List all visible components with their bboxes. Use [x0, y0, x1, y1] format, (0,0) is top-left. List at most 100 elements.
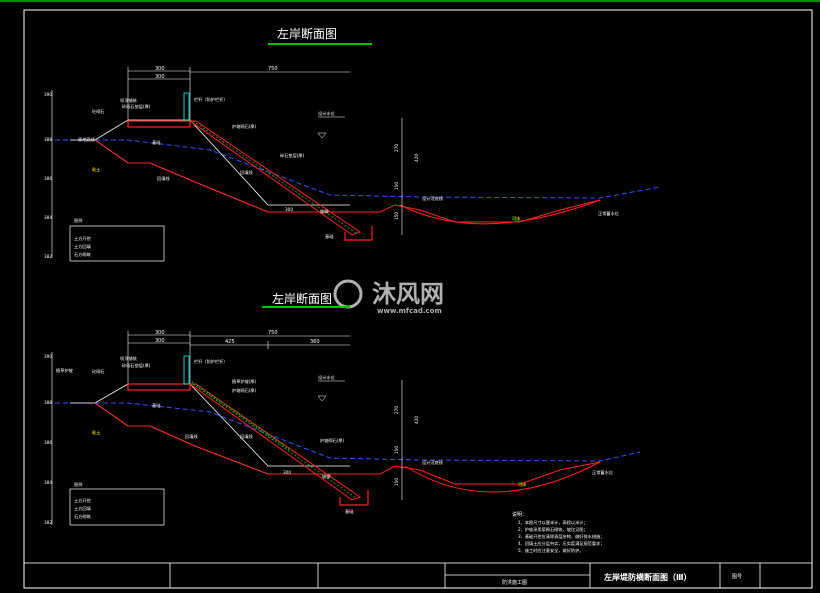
section-1-dim-c: 750: [268, 66, 278, 72]
section-2-label-gravel: 砂砾石垫层(厚): [122, 362, 151, 369]
section-2-label-slope-protect: 护坡砌石(厚): [232, 387, 257, 394]
section-1-vdim-1: 420: [414, 154, 419, 162]
section-1-label-gravel: 砂砾石垫层(厚): [122, 103, 151, 110]
section-1-slope-protection: [188, 120, 362, 236]
notes-item-2: 3、基础开挖应清除表层杂物，做好排水措施；: [518, 533, 604, 540]
section-1-legend-box: [69, 225, 165, 262]
watermark-logo-icon: [333, 279, 363, 309]
section-1-dim-b: 300: [155, 74, 165, 80]
section-1-elev-2: 386: [44, 176, 52, 181]
section-1-dim-lines: [127, 67, 350, 120]
section-1-bottom-line: 设计河底线: [422, 195, 444, 202]
section-2-riverbed: 河床: [518, 481, 527, 488]
section-1-toe-block: [344, 226, 373, 241]
section-2-dim-a: 300: [155, 330, 165, 336]
section-1-design-wl: 设计水位: [318, 110, 335, 117]
section-2-legend-title: 图例: [74, 481, 82, 488]
section-2-rail-icon: [183, 355, 190, 385]
section-2-label-clay: 粘土: [92, 429, 100, 436]
section-1-legend-item-0: 土方开挖: [74, 235, 91, 242]
section-1-title: 左岸断面图: [277, 26, 337, 41]
title-block-project: 防洪施工图: [502, 579, 527, 586]
section-1-elev-1: 388: [44, 137, 52, 142]
section-2-riverbed-curve: [404, 461, 601, 493]
section-2-vdim-0: 270: [394, 406, 399, 414]
section-2-width-label: 300: [283, 470, 291, 475]
section-1-label-clay: 粘土: [92, 166, 100, 173]
section-2-wl-triangle-icon: [317, 395, 327, 402]
section-1-elev-3: 384: [44, 215, 52, 220]
section-1-label-toe: 坡脚: [320, 208, 328, 215]
section-1-elev-0: 390: [44, 92, 52, 97]
section-2-legend-item-1: 土方回填: [74, 505, 91, 512]
section-2-legend-item-2: 石方砌筑: [74, 513, 92, 520]
section-2-elev-2: 386: [44, 440, 52, 445]
section-1-water-line: [55, 139, 661, 199]
section-1-excavation-line: [94, 139, 601, 223]
section-1-crest-block: [127, 120, 191, 128]
section-1-vdim-0: 270: [394, 144, 399, 152]
section-1-legend-title: 图例: [74, 217, 82, 224]
section-1-legend-item-1: 土方回填: [74, 243, 91, 250]
section-1-dim-a: 300: [155, 66, 165, 72]
section-2-label-stone: 砼砌石: [92, 368, 105, 375]
section-1-label-gravel-layer: 碎石垫层(厚): [280, 152, 305, 159]
section-2-title: 左岸断面图: [272, 291, 332, 306]
section-2-slope-hatch: [192, 383, 357, 499]
section-2-crest-block: [127, 383, 191, 391]
section-1-label-fill: 回填线: [240, 169, 253, 176]
title-block-frame: [23, 562, 813, 589]
section-2-vdim-1: 420: [414, 416, 419, 424]
section-1-riverbed: 河床: [512, 215, 521, 222]
section-2-water-line: [55, 402, 641, 462]
section-2-slope-protection: [188, 383, 362, 501]
notes-item-1: 2、护坡采用浆砌石砌筑，坡比见图；: [518, 526, 588, 533]
section-1-vdim-3: 150: [394, 212, 399, 220]
section-1: 左岸断面图 300 300 750 390 388 386 384 382: [44, 26, 661, 262]
section-2-legend-item-0: 土方开挖: [74, 497, 91, 504]
section-1-wl-triangle-icon: [317, 132, 327, 139]
section-2-toe-block: [339, 490, 369, 506]
section-1-elev-4: 382: [44, 254, 52, 259]
section-1-riverbed-curve: [399, 199, 601, 225]
section-2-label-extra: 护坡砌石(厚): [320, 437, 345, 444]
section-2-label-filltop: 植草护坡: [56, 367, 74, 374]
section-2-vdim-3: 150: [394, 478, 399, 486]
section-2-dim-lines: [127, 331, 350, 385]
section-2-dim-c: 750: [268, 330, 278, 336]
section-2-elev-4: 382: [44, 520, 52, 525]
section-2-excavation-line: [94, 402, 601, 485]
watermark: 沐风网 www.mfcad.com: [333, 279, 444, 315]
section-1-width-label: 300: [285, 207, 293, 212]
section-2-label-backfill: 回填线: [185, 433, 198, 440]
section-2-legend-box: [69, 488, 165, 526]
section-1-legend-item-2: 石方砌筑: [74, 251, 92, 258]
title-block-drawing-no: 图号: [732, 574, 742, 580]
section-2-label-fill: 回填线: [240, 433, 253, 440]
section-2-label-crest: 坝顶铺装: [120, 355, 138, 362]
section-1-label-small: 基础: [325, 233, 333, 240]
section-1-slope-hatch: [192, 120, 357, 234]
section-1-label-crest: 坝顶铺装: [120, 97, 138, 104]
watermark-url: www.mfcad.com: [377, 307, 442, 315]
section-2-elev-1: 388: [44, 400, 52, 405]
section-2-grass-strip: [191, 381, 291, 451]
section-1-label-backslope: 原地面线: [78, 136, 96, 143]
section-2-label-small: 基础: [345, 508, 353, 515]
notes-item-0: 1、本图尺寸以厘米计，高程以米计；: [518, 519, 588, 526]
section-1-rail-icon: [183, 92, 190, 121]
section-1-label-foundation: 基础: [152, 139, 160, 146]
section-2-label-foundation: 基础: [152, 402, 160, 409]
section-2-label-toe: 坡脚: [322, 473, 330, 480]
watermark-brand: 沐风网: [372, 280, 444, 308]
section-1-embankment-outline: [70, 119, 350, 206]
section-2-vdim-2: 150: [394, 446, 399, 454]
section-2-dim-d: 425: [225, 339, 235, 345]
section-1-label-slope-protect: 护坡砌石(厚): [232, 123, 257, 130]
notes-block: 说明： 1、本图尺寸以厘米计，高程以米计； 2、护坡采用浆砌石砌筑，坡比见图； …: [512, 511, 604, 554]
section-2-design-wl: 设计水位: [318, 374, 335, 381]
section-2-normal-wl: 正常蓄水位: [592, 469, 613, 476]
title-block-drawing-title: 左岸堤防横断面图（Ⅲ）: [603, 572, 692, 582]
section-2-dim-b: 300: [155, 338, 165, 344]
